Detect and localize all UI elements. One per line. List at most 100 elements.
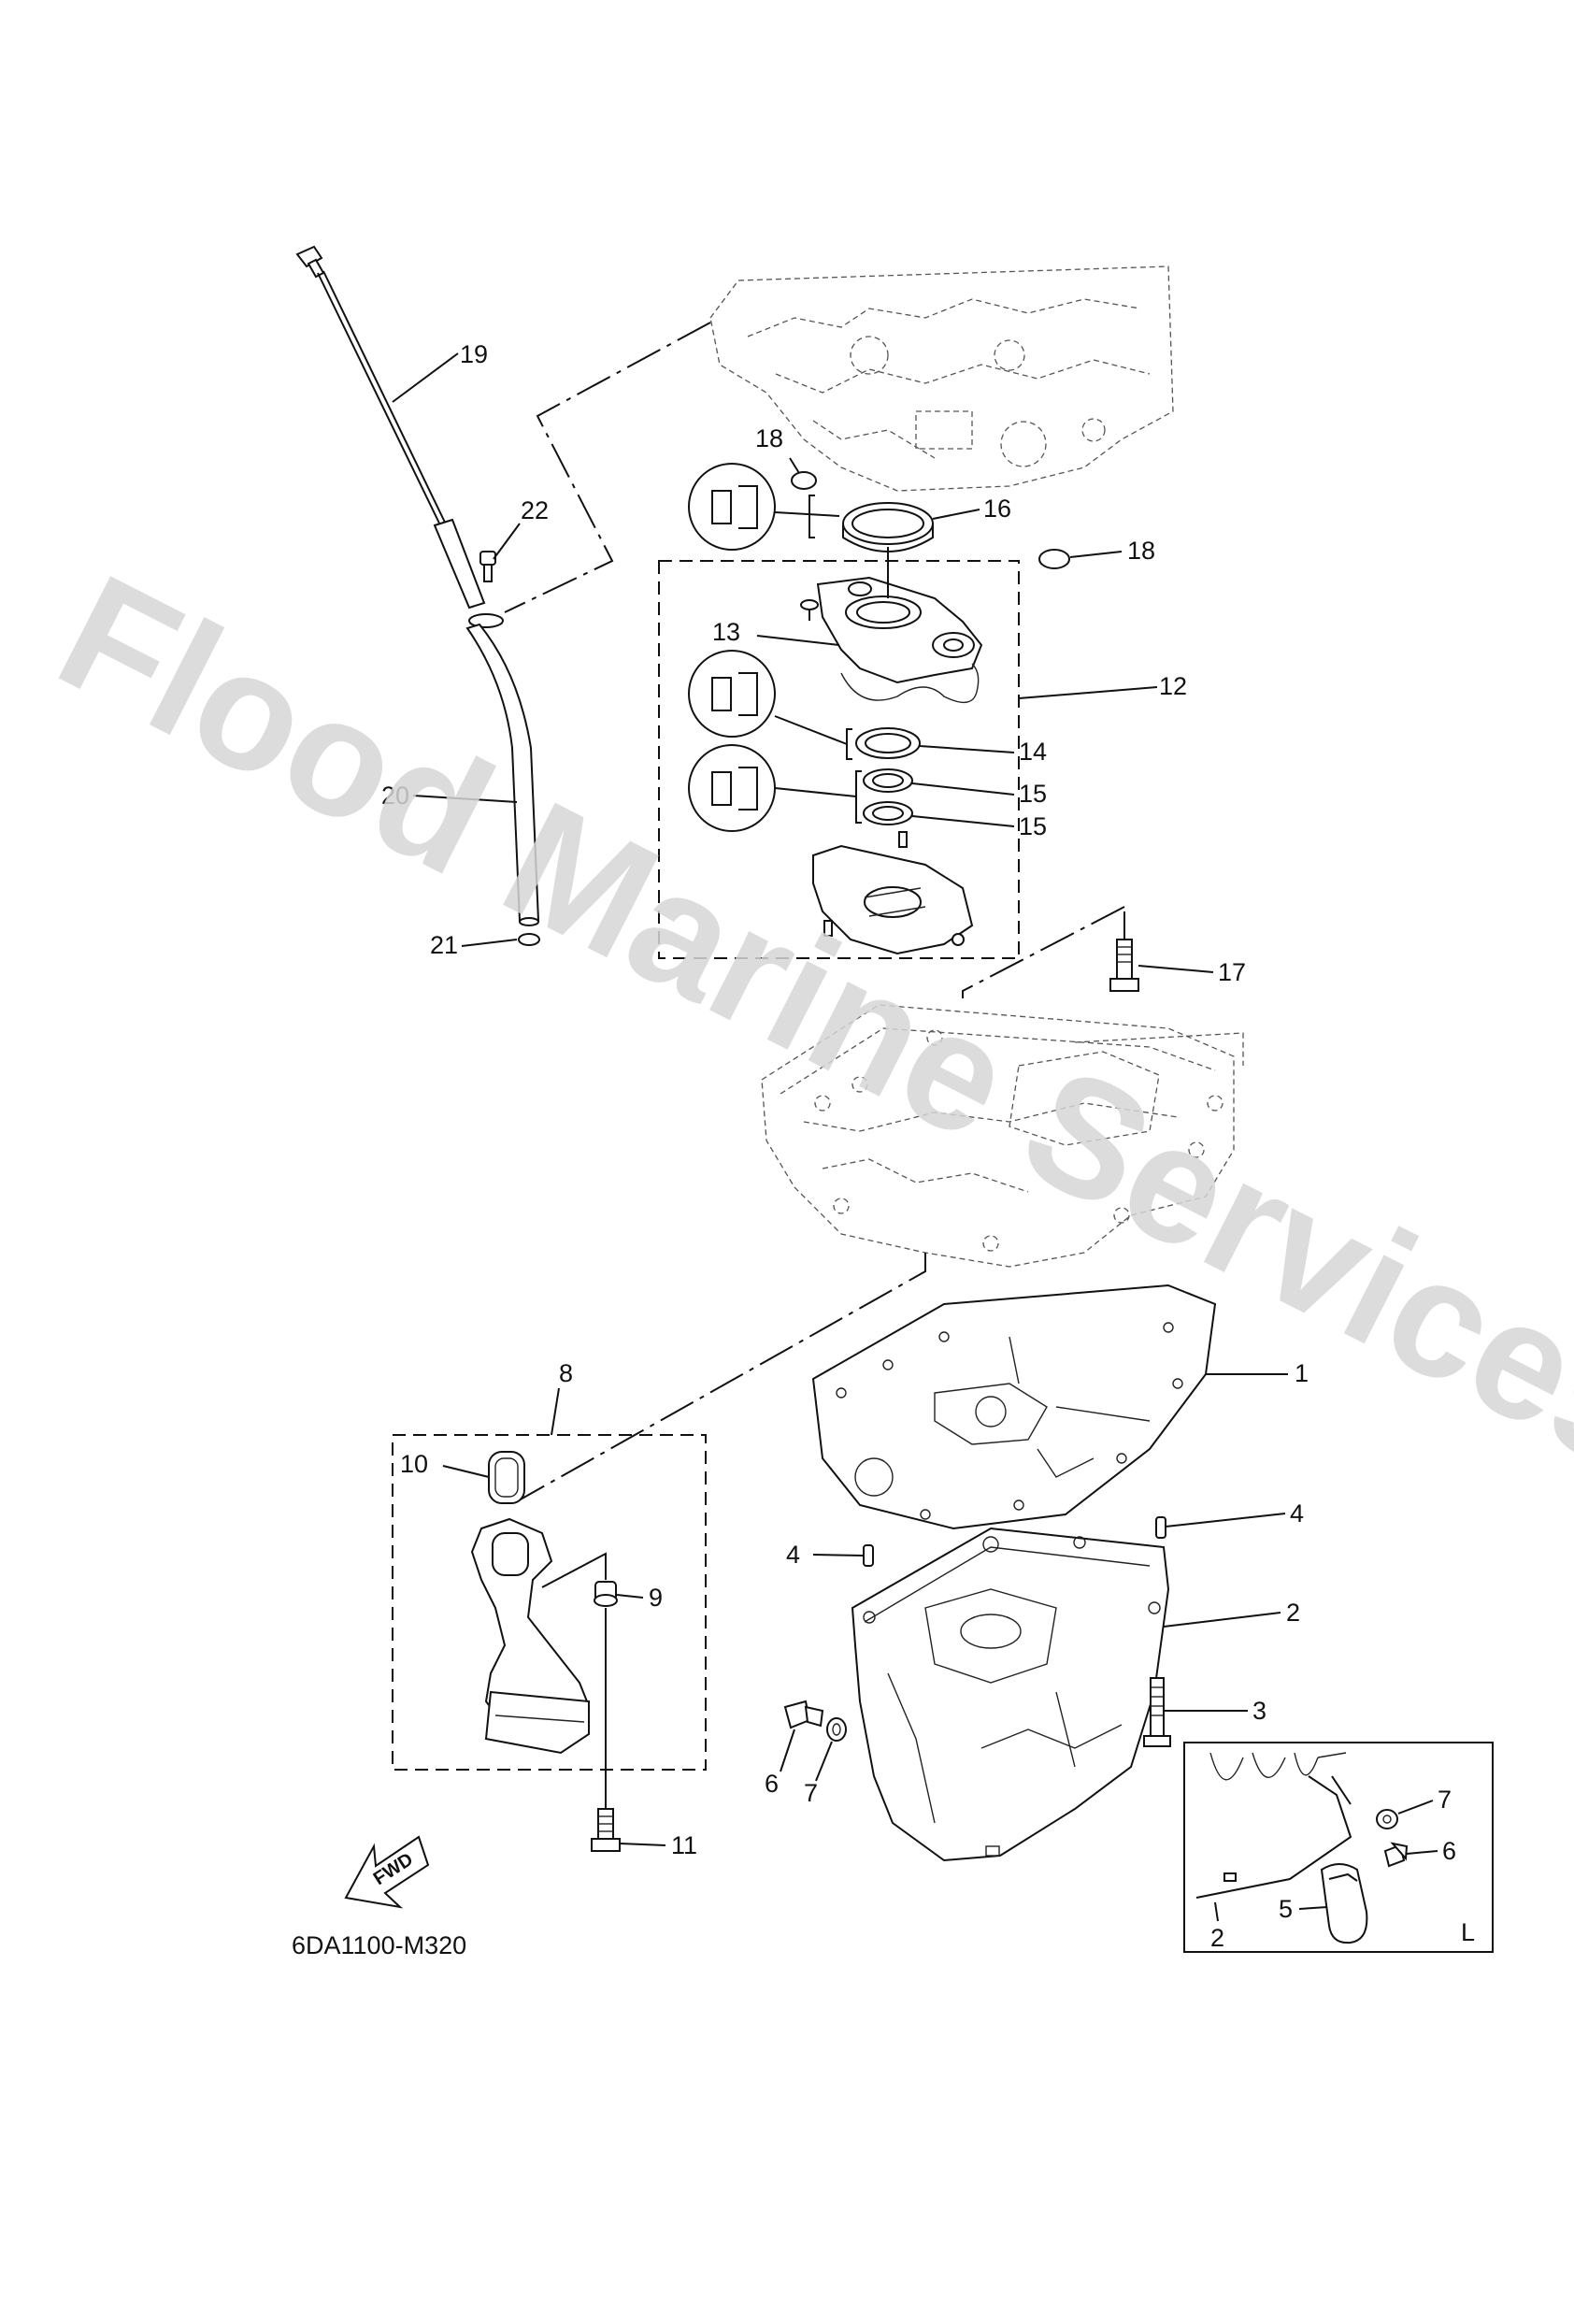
grease-symbol-15	[688, 744, 857, 832]
callout-4-right: 4	[1290, 1499, 1304, 1528]
callout-4-left: 4	[786, 1541, 800, 1569]
callout-13: 13	[712, 618, 740, 646]
fwd-arrow-icon: FWD	[344, 1835, 430, 1909]
gasket-1	[811, 1284, 1217, 1530]
leader-12	[1018, 686, 1158, 699]
leader-20	[412, 795, 518, 803]
callout-22: 22	[521, 496, 549, 524]
bracket-15	[855, 770, 862, 824]
leader-2	[1163, 1612, 1281, 1628]
callout-18-left: 18	[755, 424, 783, 452]
drain-plug-6	[783, 1700, 824, 1729]
gasket-7	[826, 1717, 847, 1742]
watermark: Flood Marine Services	[33, 539, 1574, 1507]
inset-label: L	[1461, 1918, 1475, 1946]
callout-6: 6	[765, 1770, 779, 1798]
callout-14: 14	[1019, 738, 1047, 766]
leader-16	[932, 509, 980, 520]
callout-19: 19	[460, 340, 488, 368]
callout-3: 3	[1252, 1697, 1266, 1725]
group-box-8	[392, 1434, 707, 1771]
oil-seal-15-upper	[863, 768, 913, 793]
bracket-8	[541, 1552, 607, 1588]
o-ring-18-left	[791, 471, 817, 490]
leader-8	[551, 1387, 560, 1436]
bolt-3	[1143, 1677, 1171, 1747]
leader-18-right	[1069, 551, 1123, 558]
reference-line	[504, 322, 711, 613]
inset-leader-2	[1214, 1901, 1219, 1922]
callout-20: 20	[381, 782, 409, 810]
inset-oil-pan	[1195, 1752, 1352, 1899]
gasket-10	[488, 1451, 525, 1504]
bolt-11	[591, 1808, 621, 1852]
inset-drain-plug-6	[1383, 1842, 1409, 1868]
inset-leader-6	[1406, 1850, 1438, 1855]
callout-15-upper: 15	[1019, 780, 1047, 808]
bracket-16	[808, 495, 815, 538]
leader-15-lower	[911, 815, 1015, 827]
reference-line-8	[518, 1253, 926, 1501]
exhaust-guide	[761, 1004, 1244, 1268]
o-ring-21	[518, 933, 540, 946]
oil-dipstick	[295, 245, 486, 610]
callout-11: 11	[671, 1831, 697, 1859]
leader-21	[461, 939, 518, 947]
callout-1: 1	[1295, 1359, 1309, 1387]
leader-4-left	[812, 1554, 865, 1557]
o-ring-18-right	[1038, 549, 1070, 569]
oil-pump-housing-13	[816, 576, 983, 704]
oil-seal-16	[842, 502, 934, 552]
grease-symbol-16	[688, 463, 840, 551]
engine-block	[709, 265, 1174, 492]
dowel-pin-4-left	[863, 1544, 874, 1567]
callout-9: 9	[649, 1584, 663, 1612]
inset-leader-7	[1397, 1800, 1434, 1815]
callout-12: 12	[1159, 672, 1187, 700]
oil-pump-base	[812, 831, 974, 955]
oil-strainer	[470, 1517, 591, 1755]
bolt-17	[1109, 911, 1139, 992]
callout-15-lower: 15	[1019, 812, 1047, 840]
inset-box	[1183, 1742, 1494, 1953]
leader-18-left	[789, 457, 800, 474]
oil-pan-2	[851, 1527, 1170, 1862]
leader-19	[392, 352, 459, 403]
leader-10	[442, 1465, 490, 1478]
grease-symbol-14	[688, 650, 848, 745]
leader-11	[619, 1843, 666, 1846]
leader-4-right	[1165, 1513, 1286, 1528]
callout-2: 2	[1286, 1599, 1300, 1627]
bracket-14	[846, 728, 852, 760]
small-bolt	[800, 599, 819, 621]
oil-seal-15-lower	[863, 801, 913, 825]
inset-gasket-7	[1376, 1809, 1398, 1829]
callout-16: 16	[983, 495, 1011, 523]
reference-line-17	[962, 906, 1125, 998]
inset-callout-7: 7	[1438, 1786, 1452, 1814]
callout-21: 21	[430, 931, 458, 959]
grommet-9	[594, 1581, 618, 1607]
inset-callout-5: 5	[1279, 1895, 1293, 1923]
callout-18-right: 18	[1127, 537, 1155, 565]
inset-hose-5	[1320, 1863, 1368, 1944]
leader-14	[919, 745, 1015, 753]
leader-22	[493, 523, 521, 560]
callout-10: 10	[400, 1450, 428, 1478]
leader-6	[780, 1729, 795, 1772]
leader-7	[815, 1741, 833, 1782]
inset-callout-2: 2	[1210, 1924, 1224, 1952]
bolt-22	[479, 551, 496, 582]
diagram-code: 6DA1100-M320	[292, 1931, 466, 1959]
inset-callout-6: 6	[1442, 1837, 1456, 1865]
leader-13	[756, 635, 840, 646]
callout-8: 8	[559, 1359, 573, 1387]
inset-leader-5	[1298, 1906, 1328, 1910]
dowel-pin-4-right	[1155, 1516, 1166, 1539]
dipstick-guide-tube	[465, 613, 540, 926]
leader-9	[616, 1594, 644, 1599]
oil-seal-14	[855, 727, 921, 759]
leader-17	[1138, 965, 1214, 973]
